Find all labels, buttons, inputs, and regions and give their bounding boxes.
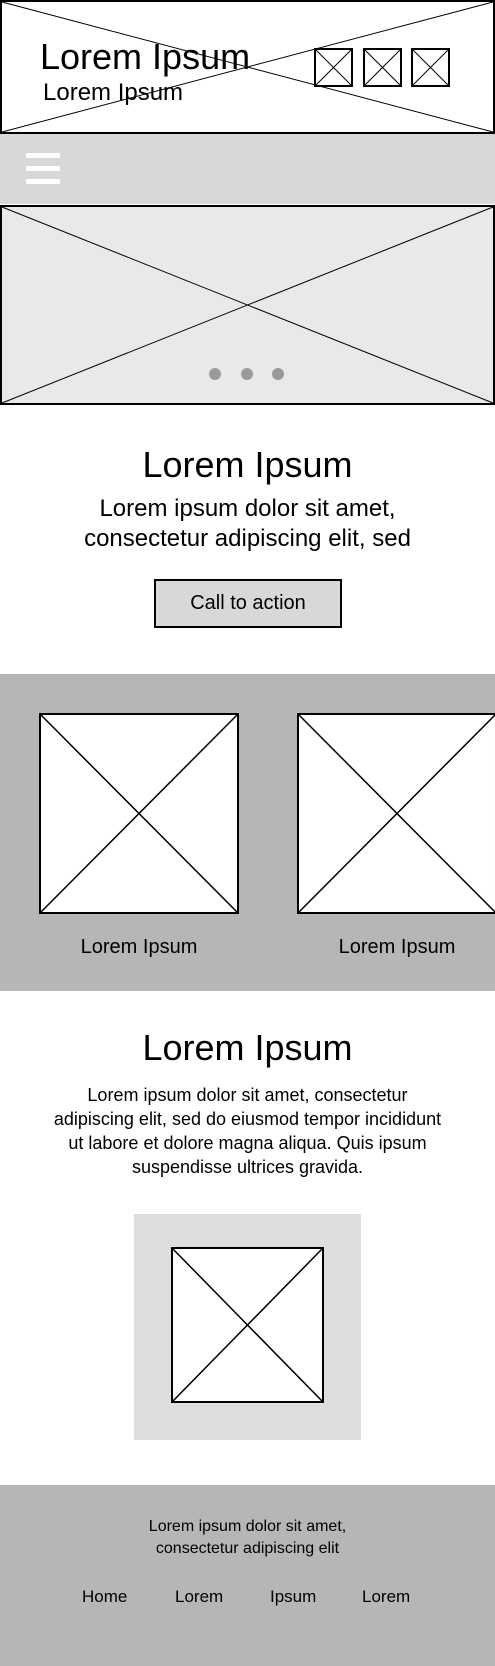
footer-link-ipsum[interactable]: Ipsum xyxy=(270,1587,317,1606)
nav-bar xyxy=(0,134,495,204)
gallery-caption-2: Lorem Ipsum xyxy=(338,936,456,958)
footer-text: Lorem ipsum dolor sit amet, consectetur … xyxy=(148,1518,347,1557)
footer-link-lorem-2[interactable]: Lorem xyxy=(362,1587,411,1606)
header-placeholder-cross xyxy=(2,2,493,132)
content-title: Lorem Ipsum xyxy=(142,1027,353,1068)
gallery-image-2[interactable] xyxy=(298,714,495,913)
carousel-dot-3[interactable] xyxy=(272,368,284,380)
carousel-dot-1[interactable] xyxy=(209,368,221,380)
content-text: Lorem ipsum dolor sit amet, consectetur … xyxy=(53,1085,442,1177)
hero-image-placeholder xyxy=(2,207,493,403)
gallery-caption-1: Lorem Ipsum xyxy=(80,936,198,958)
gallery-section: Lorem Ipsum Lorem Ipsum xyxy=(0,674,495,991)
footer-link-home[interactable]: Home xyxy=(82,1587,128,1606)
header-icon-3-placeholder-icon[interactable] xyxy=(412,49,449,86)
header-icon-2-placeholder-icon[interactable] xyxy=(364,49,401,86)
header-icon-1-placeholder-icon[interactable] xyxy=(315,49,352,86)
call-to-action-button[interactable]: Call to action xyxy=(154,579,342,628)
intro-text: Lorem ipsum dolor sit amet, consectetur … xyxy=(84,495,411,552)
footer xyxy=(0,1485,495,1666)
intro-title: Lorem Ipsum xyxy=(142,444,353,485)
site-title[interactable]: Lorem Ipsum xyxy=(40,36,251,77)
gallery-image-1[interactable] xyxy=(40,714,238,913)
content-image[interactable] xyxy=(172,1248,323,1402)
site-subtitle: Lorem Ipsum xyxy=(43,79,184,106)
hamburger-menu-icon[interactable] xyxy=(26,153,60,185)
footer-link-lorem[interactable]: Lorem xyxy=(175,1587,224,1606)
carousel-dot-2[interactable] xyxy=(241,368,253,380)
